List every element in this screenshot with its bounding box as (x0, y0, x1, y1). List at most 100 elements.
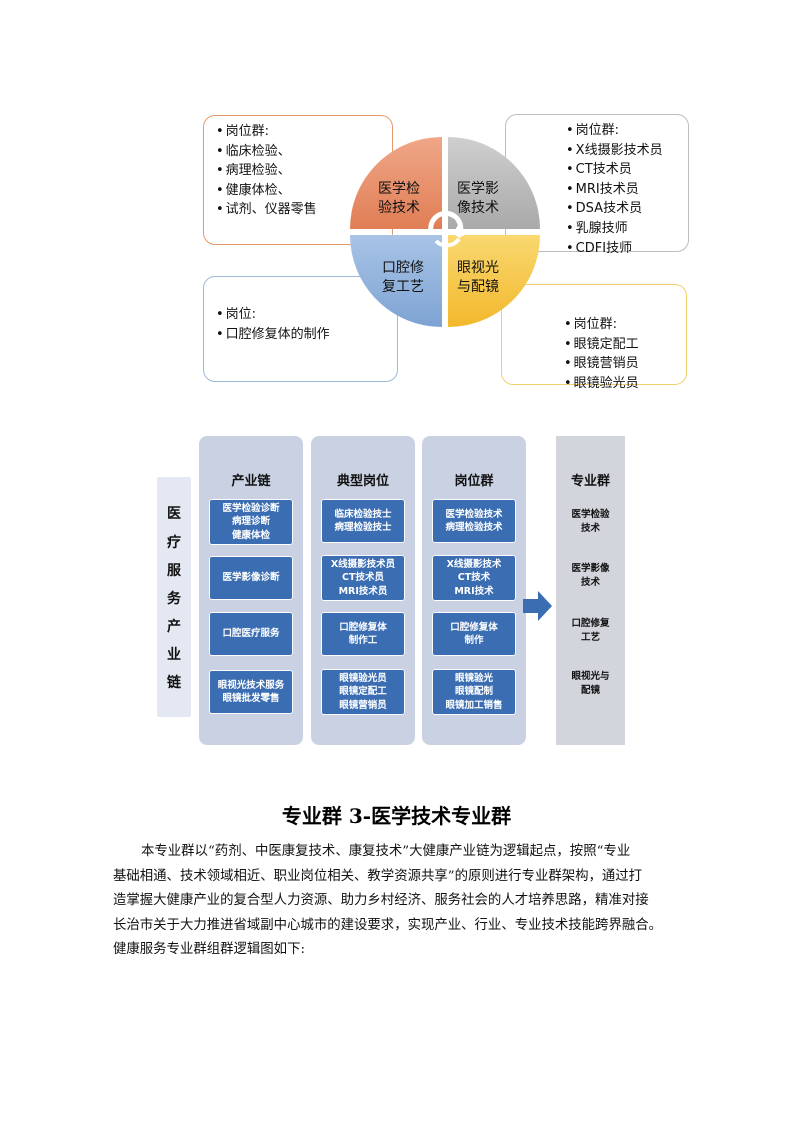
job-box: 临床检验技士 病理检验技士 (321, 499, 405, 543)
job-group-box: X线摄影技术 CT技术 MRI技术 (432, 555, 516, 601)
callout-line: CT技术员 (566, 160, 680, 180)
label-line: 口腔修 (382, 260, 424, 276)
callout-line: 岗位群: (566, 121, 680, 141)
label-line: 医学检 (378, 181, 420, 197)
paragraph-line: 基础相通、技术领域相近、职业岗位相关、教学资源共享”的原则进行专业群架构，通过打 (113, 868, 643, 884)
chain-box: 口腔医疗服务 (209, 612, 293, 656)
callout-line: 口腔修复体的制作 (216, 325, 389, 345)
box-line: 眼视光技术服务 (217, 679, 285, 691)
callout-optometry-jobs: 岗位群: 眼镜定配工 眼镜营销员 眼镜验光员 (501, 284, 687, 391)
box-line: 医学检验技术 (445, 508, 503, 520)
box-line: 眼镜验光 (454, 672, 493, 684)
section-heading: 专业群 3-医学技术专业群 (281, 804, 512, 828)
body-paragraph: 本专业群以“药剂、中医康复技术、康复技术”大健康产业链为逻辑起点，按照“专业 基… (113, 840, 683, 963)
quadrant-label-medical-lab: 医学检 验技术 (378, 180, 420, 218)
callout-line: 健康体检、 (216, 181, 384, 201)
callout-line: 乳腺技师 (566, 219, 680, 239)
professional-item: 口腔修复 工艺 (556, 617, 625, 645)
box-line: 临床检验技士 (334, 508, 392, 520)
quadrant-label-dental: 口腔修 复工艺 (382, 259, 424, 297)
callout-line: MRI技术员 (566, 180, 680, 200)
sidebar-char: 产 (167, 619, 181, 635)
callout-line: 眼镜定配工 (564, 335, 678, 355)
item-line: 配镜 (580, 685, 600, 696)
box-line: 制作 (464, 635, 484, 646)
quadrant-dental (350, 235, 442, 327)
box-line: 医学检验诊断 (222, 502, 280, 514)
label-line: 验技术 (378, 200, 420, 216)
box-line: CT技术 (457, 572, 491, 584)
label-line: 医学影 (457, 181, 499, 197)
callout-line: CDFI技师 (566, 239, 680, 259)
column-title: 典型岗位 (336, 474, 389, 489)
job-box: 眼镜验光员 眼镜定配工 眼镜营销员 (321, 669, 405, 715)
job-box: 口腔修复体 制作工 (321, 612, 405, 656)
box-line: 病理检验技术 (445, 522, 503, 533)
chain-box: 眼视光技术服务 眼镜批发零售 (209, 670, 293, 714)
label-line: 与配镜 (457, 279, 499, 295)
callout-line: 临床检验、 (216, 142, 384, 162)
sidebar-char: 务 (167, 591, 181, 607)
job-box: X线摄影技术员 CT技术员 MRI技术员 (321, 555, 405, 601)
box-line: 眼镜配制 (454, 686, 493, 698)
quadrant-wheel (350, 137, 540, 327)
label-line: 像技术 (457, 200, 499, 216)
paragraph-line: 健康服务专业群组群逻辑图如下: (113, 942, 305, 958)
callout-clinical-lab-jobs: 岗位群: 临床检验、 病理检验、 健康体检、 试剂、仪器零售 (203, 115, 393, 245)
column-title: 产业链 (231, 474, 271, 489)
box-line: X线摄影技术 (446, 558, 502, 570)
box-line: 眼镜加工销售 (445, 699, 503, 711)
box-line: 病理检验技士 (334, 522, 392, 533)
box-line: 口腔医疗服务 (222, 628, 280, 640)
column-title: 专业群 (570, 474, 610, 489)
professional-item: 医学影像 技术 (556, 562, 625, 590)
callout-line: 眼镜验光员 (564, 374, 678, 394)
sidebar-char: 业 (167, 647, 181, 663)
item-line: 技术 (580, 523, 600, 534)
box-line: CT技术员 (342, 572, 384, 584)
callout-line: 岗位群: (216, 122, 384, 142)
box-line: MRI技术 (454, 585, 494, 597)
paragraph-line: 长治市关于大力推进省域副中心城市的建设要求，实现产业、行业、专业技术技能跨界融合… (113, 917, 663, 933)
box-line: 口腔修复体 (450, 621, 498, 633)
callout-line: DSA技术员 (566, 199, 680, 219)
callout-dental-jobs: 岗位: 口腔修复体的制作 (203, 276, 398, 382)
callout-line: X线摄影技术员 (566, 141, 680, 161)
job-group-box: 口腔修复体 制作 (432, 612, 516, 656)
quadrant-label-medical-imaging: 医学影 像技术 (457, 180, 499, 218)
box-line: 眼镜批发零售 (222, 693, 280, 704)
professional-item: 眼视光与 配镜 (556, 670, 625, 698)
box-line: 健康体检 (231, 529, 270, 541)
sidebar-char: 链 (167, 675, 181, 691)
item-line: 医学检验 (571, 509, 610, 520)
chain-box: 医学检验诊断 病理诊断 健康体检 (209, 499, 293, 545)
box-line: MRI技术员 (338, 585, 388, 597)
label-line: 复工艺 (382, 279, 424, 295)
item-line: 技术 (580, 577, 600, 588)
sidebar-char: 医 (167, 506, 181, 522)
sidebar-char: 服 (167, 563, 181, 579)
column-title: 岗位群 (454, 474, 494, 489)
quadrant-label-optometry: 眼视光 与配镜 (457, 259, 499, 297)
job-group-box: 医学检验技术 病理检验技术 (432, 499, 516, 543)
item-line: 口腔修复 (571, 618, 610, 629)
box-line: 眼镜验光员 (339, 672, 387, 684)
callout-line: 试剂、仪器零售 (216, 200, 384, 220)
chain-box: 医学影像诊断 (209, 556, 293, 600)
box-line: 病理诊断 (231, 516, 270, 528)
professional-group-panel (556, 436, 625, 745)
box-line: 医学影像诊断 (222, 572, 280, 584)
job-group-box: 眼镜验光 眼镜配制 眼镜加工销售 (432, 669, 516, 715)
callout-line: 岗位群: (564, 315, 678, 335)
quadrant-medical-imaging (448, 137, 540, 229)
item-line: 工艺 (580, 632, 600, 643)
box-line: 口腔修复体 (339, 621, 387, 633)
right-arrow-icon (523, 591, 552, 621)
callout-line: 眼镜营销员 (564, 354, 678, 374)
cycle-arrow-icon (434, 237, 461, 248)
callout-line: 岗位: (216, 305, 389, 325)
item-line: 医学影像 (571, 563, 610, 574)
box-line: 眼镜定配工 (339, 686, 387, 698)
label-line: 眼视光 (457, 260, 499, 276)
cycle-arrow-icon (452, 225, 464, 236)
